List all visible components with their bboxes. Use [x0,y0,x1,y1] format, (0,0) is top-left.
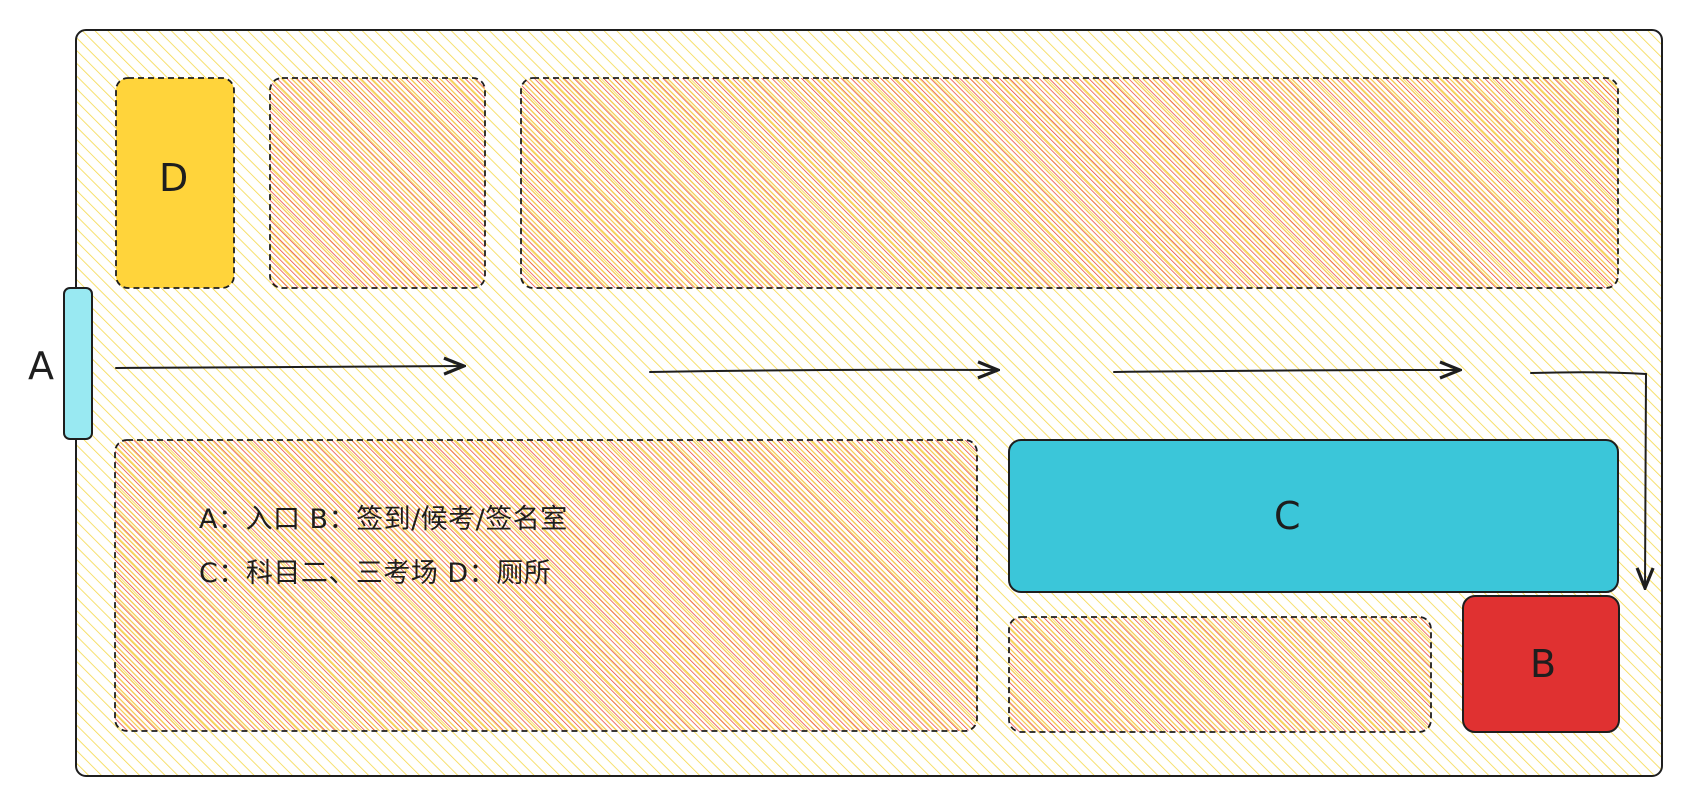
legend-line-2: C：科目二、三考场 D：厕所 [199,558,552,589]
label-entrance: A [28,344,54,388]
zone-bottom-left [114,439,978,732]
route-arrow-4 [1530,371,1646,588]
zone-top-wide [520,77,1619,289]
zone-bottom-right [1008,616,1432,733]
route-arrow-2 [649,370,998,372]
label-toilet: D [159,156,189,200]
exam-field-zone [1008,439,1619,593]
label-checkin: B [1530,642,1557,686]
route-arrows [115,366,1646,588]
zone-top-small [269,77,486,289]
route-arrow-1 [115,366,464,368]
label-exam-field: C [1274,494,1301,538]
route-arrow-3 [1113,370,1460,372]
entrance-gate [63,287,93,440]
toilet-zone [115,77,235,289]
checkin-zone [1462,595,1620,733]
legend-line-1: A：入口 B：签到/候考/签名室 [199,504,568,535]
